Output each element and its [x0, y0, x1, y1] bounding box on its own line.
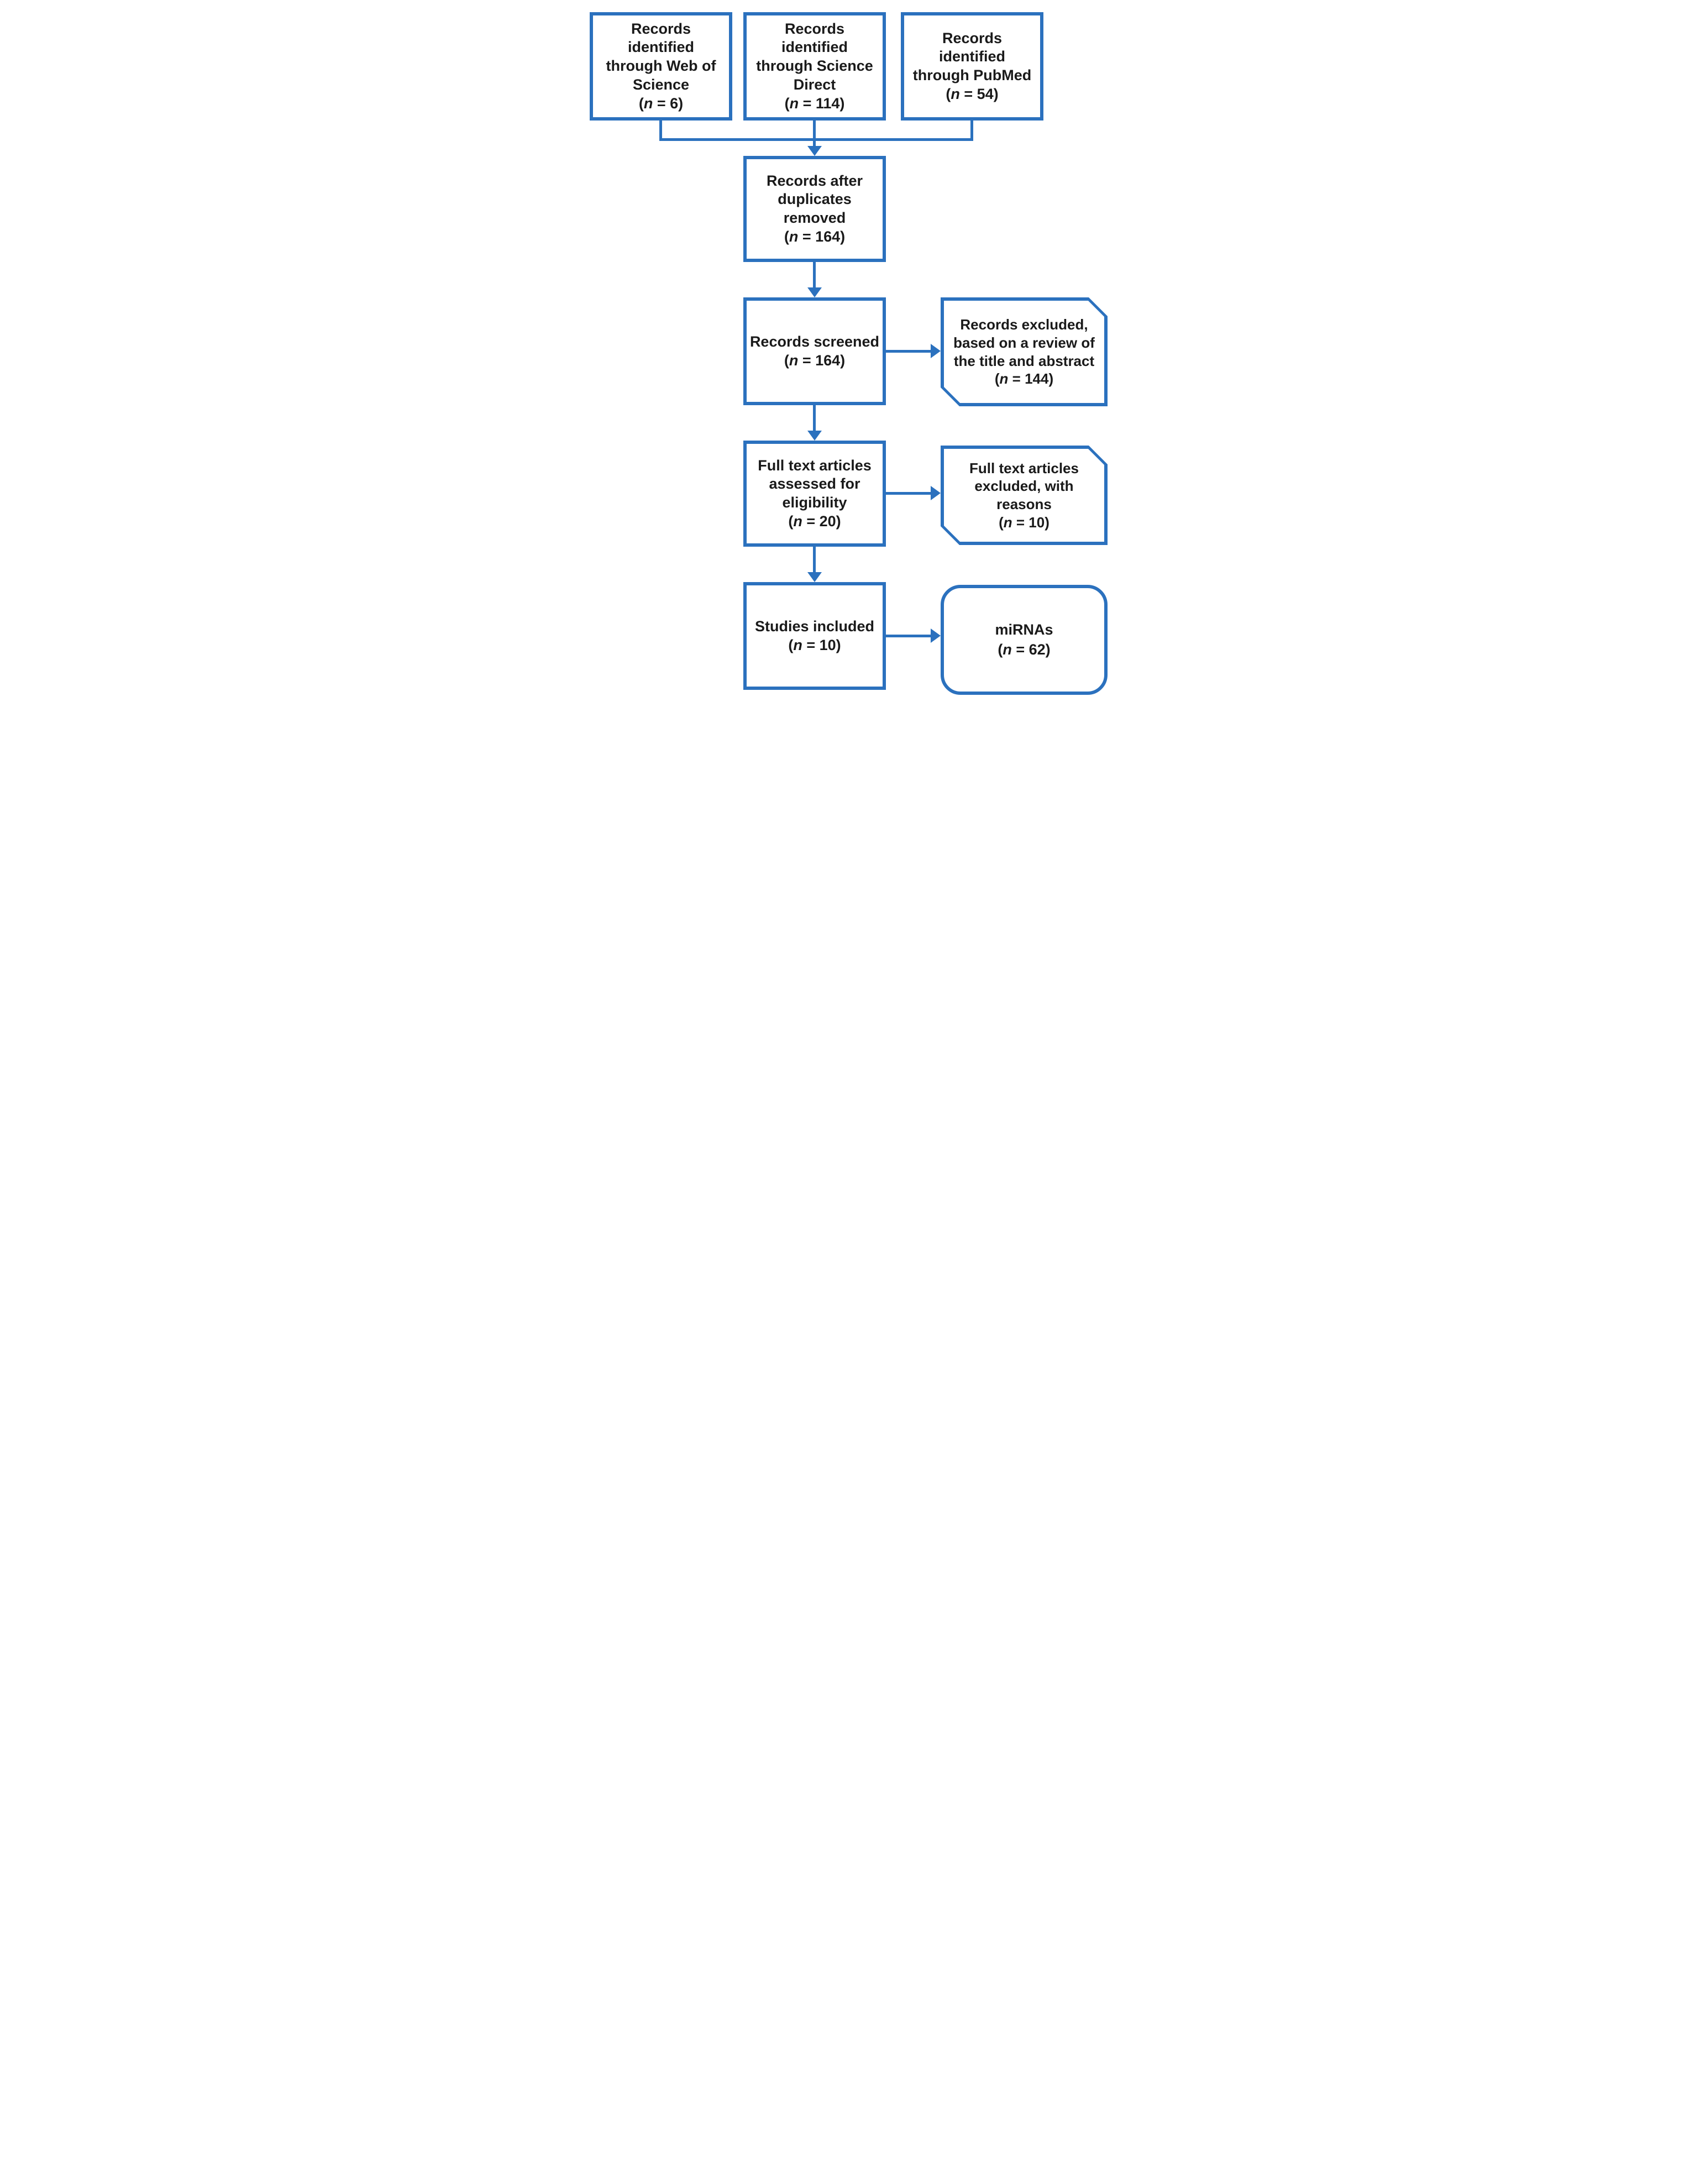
source-box-pubmed-count: (n = 54): [946, 85, 999, 102]
step-box-records-screened-count: (n = 164): [784, 352, 846, 369]
arrowhead-fulltext-to-excluded-icon: [931, 486, 941, 500]
arrow-included-to-mirnas-stem: [886, 635, 931, 637]
arrow-screened-to-excluded-stem: [886, 350, 931, 353]
arrowhead-merge-down-icon: [807, 146, 822, 156]
source-box-science-direct-count: (n = 114): [784, 95, 845, 112]
step-box-studies-included-text: Studies included (n = 10): [747, 617, 883, 655]
arrow-screened-to-fulltext-stem: [813, 405, 816, 431]
step-box-fulltext-assessed-count: (n = 20): [788, 512, 841, 530]
connector-horizontal-line: [659, 138, 973, 141]
side-box-fulltext-excluded-fill: [944, 449, 1104, 542]
arrowhead-duplicates-to-screened-icon: [807, 287, 822, 297]
arrowhead-included-to-mirnas-icon: [931, 629, 941, 643]
step-box-records-screened: Records screened (n = 164): [743, 297, 886, 405]
step-box-records-screened-text: Records screened (n = 164): [747, 333, 883, 370]
arrowhead-screened-to-excluded-icon: [931, 344, 941, 358]
source-box-web-of-science-count: (n = 6): [638, 95, 684, 112]
step-box-studies-included-label: Studies included: [754, 617, 875, 635]
side-box-records-excluded-count: (n = 144): [994, 370, 1054, 387]
step-box-duplicates-removed-count: (n = 164): [784, 228, 846, 245]
arrow-fulltext-to-included-stem: [813, 547, 816, 572]
connector-stub-left: [659, 121, 662, 141]
side-box-mirnas-text: miRNAs (n = 62): [944, 620, 1104, 659]
step-box-studies-included: Studies included (n = 10): [743, 582, 886, 690]
connector-merge-stem: [813, 121, 816, 148]
arrow-fulltext-to-excluded-stem: [886, 492, 931, 495]
arrowhead-fulltext-to-included-icon: [807, 572, 822, 582]
side-box-mirnas-count: (n = 62): [998, 641, 1051, 658]
side-box-records-excluded-fill: [944, 301, 1104, 403]
arrow-duplicates-to-screened-stem: [813, 262, 816, 287]
side-box-mirnas-label: miRNAs: [995, 621, 1053, 638]
side-box-mirnas: miRNAs (n = 62): [941, 585, 1108, 695]
arrowhead-screened-to-fulltext-icon: [807, 431, 822, 441]
step-box-records-screened-label: Records screened: [749, 333, 880, 350]
connector-stub-right: [970, 121, 973, 141]
side-box-fulltext-excluded-count: (n = 10): [999, 514, 1049, 531]
step-box-studies-included-count: (n = 10): [788, 636, 841, 653]
